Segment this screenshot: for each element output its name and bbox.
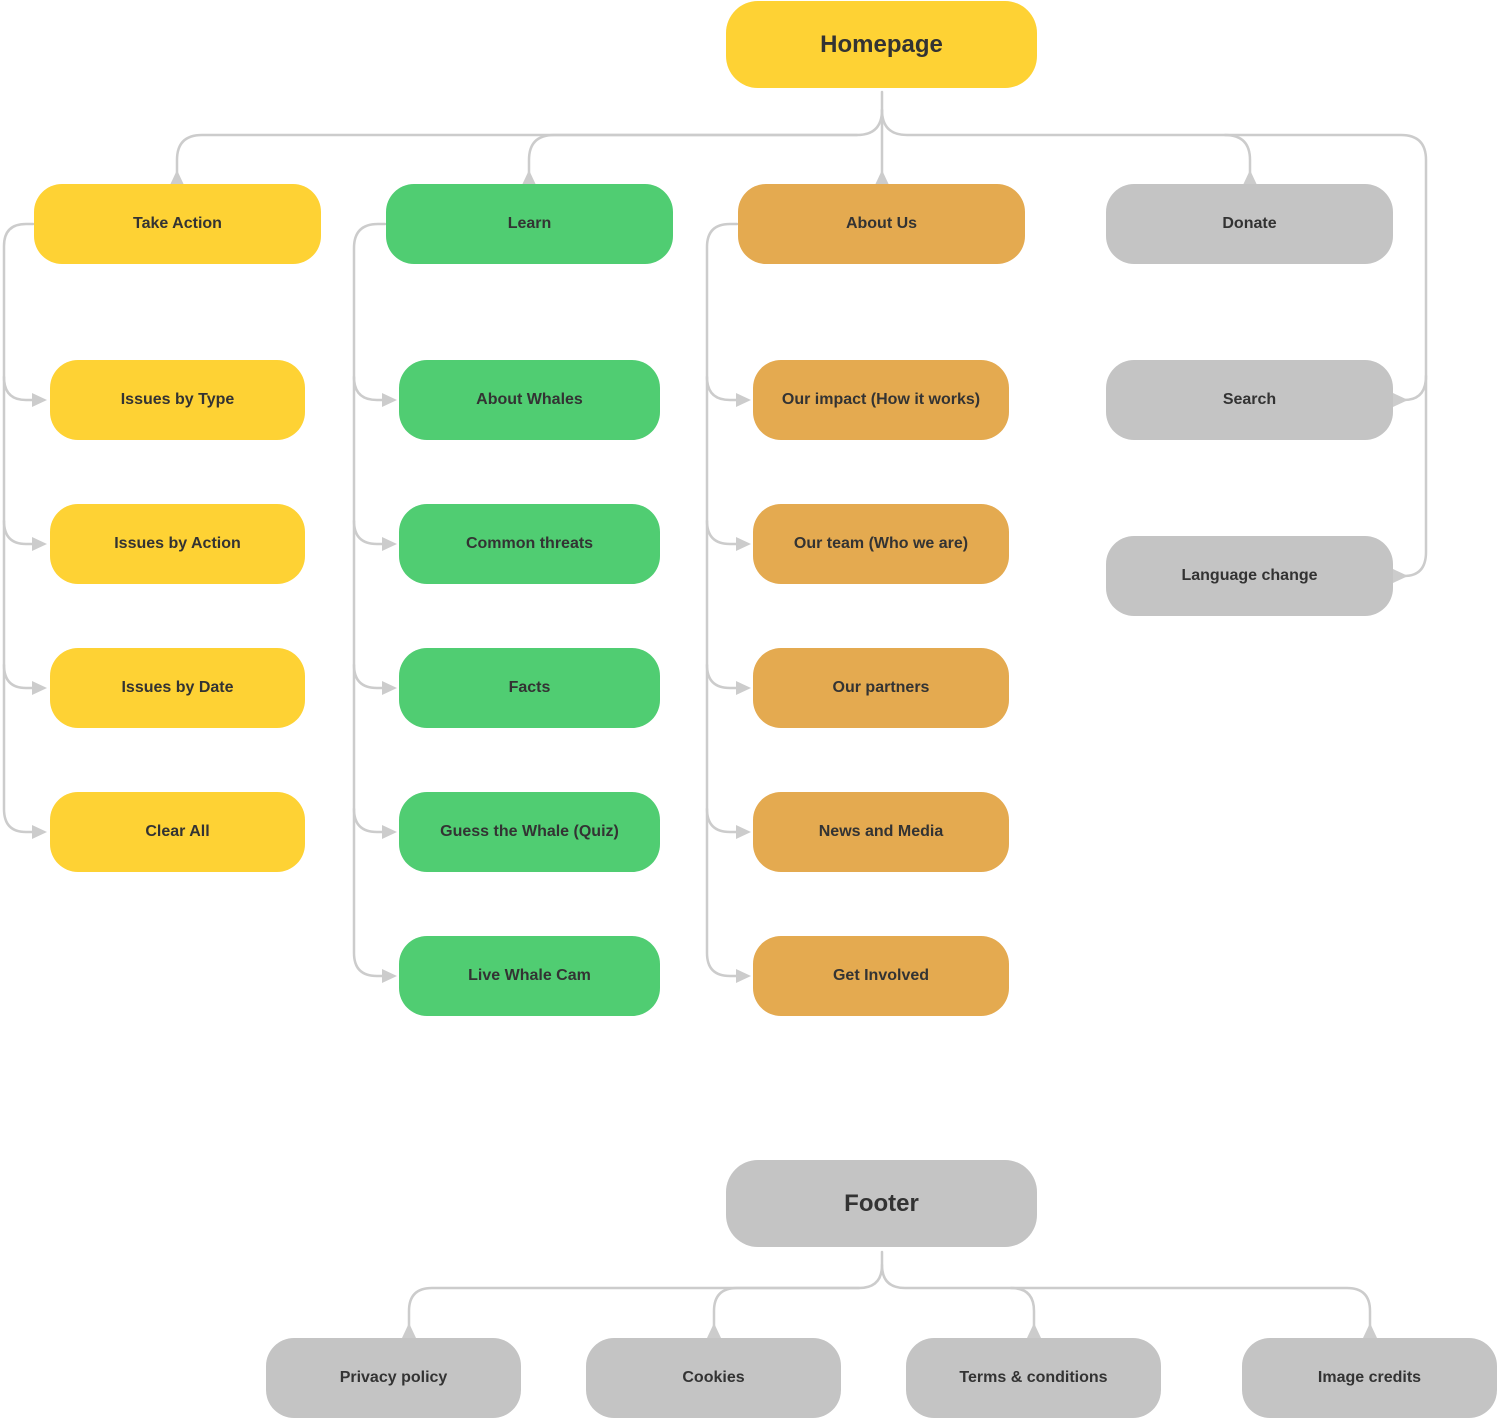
branch-our-impact [705,375,740,402]
arrow-live-cam [382,969,397,983]
branch-facts [352,663,386,690]
branch-issues-date [2,663,36,690]
get-involved-node[interactable]: Get Involved [753,936,1009,1016]
arrow-learn [522,170,536,185]
arrow-common-threats [382,537,397,551]
issues-by-action-node[interactable]: Issues by Action [50,504,305,584]
arrow-search [1393,393,1408,407]
arrow-about-whales [382,393,397,407]
about-branch-line [705,222,740,978]
branch-issues-type [2,375,36,402]
live-whale-cam-node[interactable]: Live Whale Cam [399,936,660,1016]
donate-node[interactable]: Donate [1106,184,1393,264]
arrow-our-partners [736,681,751,695]
arrow-our-team [736,537,751,551]
branch-about-whales [352,375,386,402]
arrow-terms [1027,1323,1041,1338]
language-change-node[interactable]: Language change [1106,536,1393,616]
arrow-get-involved [736,969,751,983]
footer-to-credits-line [1009,1286,1372,1334]
homepage-trunk-line [175,90,884,180]
arrow-issues-type [32,393,47,407]
branch-quiz [352,807,386,834]
arrow-clear-all [32,825,47,839]
our-impact-node[interactable]: Our impact (How it works) [753,360,1009,440]
common-threats-node[interactable]: Common threats [399,504,660,584]
arrow-facts [382,681,397,695]
footer-trunk-line [407,1250,884,1334]
arrow-our-impact [736,393,751,407]
learn-branch-line [352,222,387,978]
homepage-to-search-line [1402,374,1428,402]
image-credits-node[interactable]: Image credits [1242,1338,1497,1418]
arrow-issues-action [32,537,47,551]
homepage-to-learn-line [527,133,859,180]
arrow-issues-date [32,681,47,695]
arrow-news-media [736,825,751,839]
footer-to-cookies-line [712,1286,861,1334]
arrow-cookies [707,1323,721,1338]
take-action-node[interactable]: Take Action [34,184,321,264]
branch-issues-action [2,519,36,546]
learn-node[interactable]: Learn [386,184,673,264]
branch-news-media [705,807,740,834]
arrow-privacy [402,1323,416,1338]
homepage-to-donate-line [880,108,1252,180]
news-and-media-node[interactable]: News and Media [753,792,1009,872]
take-action-branch-line [2,222,36,834]
arrow-credits [1363,1323,1377,1338]
arrow-language [1393,569,1408,583]
footer-node[interactable]: Footer [726,1160,1037,1247]
arrow-quiz [382,825,397,839]
issues-by-date-node[interactable]: Issues by Date [50,648,305,728]
facts-node[interactable]: Facts [399,648,660,728]
our-partners-node[interactable]: Our partners [753,648,1009,728]
about-us-node[interactable]: About Us [738,184,1025,264]
homepage-node[interactable]: Homepage [726,1,1037,88]
footer-to-terms-line [880,1263,1036,1334]
branch-our-team [705,519,740,546]
guess-the-whale-node[interactable]: Guess the Whale (Quiz) [399,792,660,872]
our-team-node[interactable]: Our team (Who we are) [753,504,1009,584]
about-whales-node[interactable]: About Whales [399,360,660,440]
arrow-take-action [170,170,184,185]
arrow-about-us [875,170,889,185]
terms-conditions-node[interactable]: Terms & conditions [906,1338,1161,1418]
cookies-node[interactable]: Cookies [586,1338,841,1418]
issues-by-type-node[interactable]: Issues by Type [50,360,305,440]
arrow-donate [1243,170,1257,185]
branch-our-partners [705,663,740,690]
search-node[interactable]: Search [1106,360,1393,440]
homepage-to-utility-line [1223,133,1428,578]
clear-all-node[interactable]: Clear All [50,792,305,872]
privacy-policy-node[interactable]: Privacy policy [266,1338,521,1418]
branch-common-threats [352,519,386,546]
